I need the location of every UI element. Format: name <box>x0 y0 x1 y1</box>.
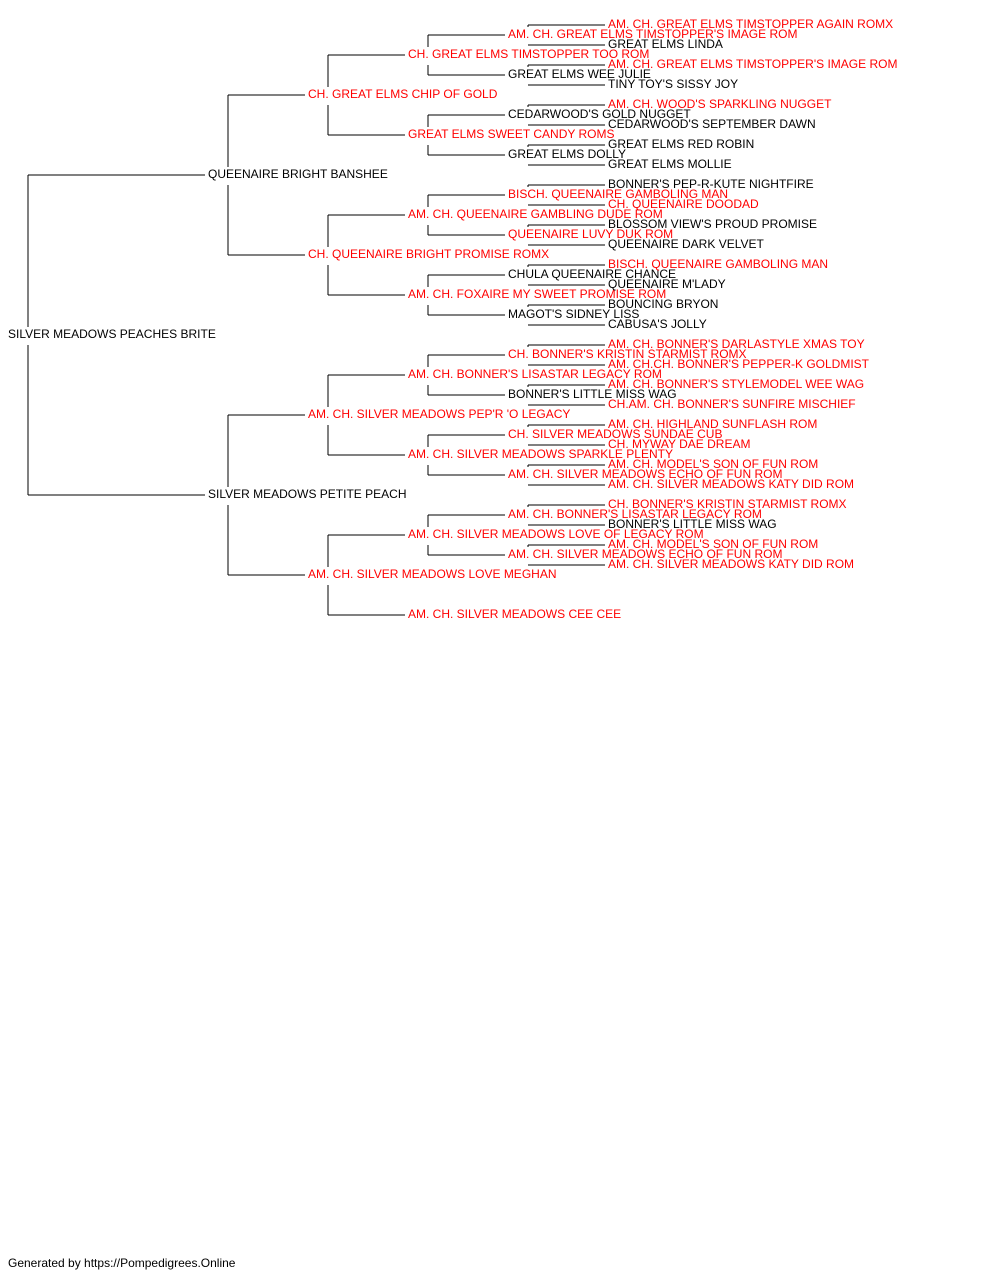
ancestor-name: AM. CH.CH. BONNER'S PEPPER-K GOLDMIST <box>608 357 870 371</box>
ancestor-name: AM. CH. BONNER'S STYLEMODEL WEE WAG <box>608 377 864 391</box>
ancestor-name: AM. CH. QUEENAIRE GAMBLING DUDE ROM <box>408 207 663 221</box>
ancestor-name: MAGOT'S SIDNEY LISS <box>508 307 639 321</box>
ancestor-name: GREAT ELMS WEE JULIE <box>508 67 651 81</box>
subject-dog-name: SILVER MEADOWS PEACHES BRITE <box>8 327 216 341</box>
ancestor-name: CH. QUEENAIRE DOODAD <box>608 197 759 211</box>
ancestor-name: CH. GREAT ELMS CHIP OF GOLD <box>308 87 498 101</box>
ancestor-name: AM. CH. SILVER MEADOWS PEP'R 'O LEGACY <box>308 407 570 421</box>
ancestor-name: GREAT ELMS LINDA <box>608 37 723 51</box>
ancestor-name: BISCH. QUEENAIRE GAMBOLING MAN <box>608 257 828 271</box>
ancestor-name: QUEENAIRE M'LADY <box>608 277 726 291</box>
ancestor-name: BLOSSOM VIEW'S PROUD PROMISE <box>608 217 817 231</box>
ancestor-name: CH.AM. CH. BONNER'S SUNFIRE MISCHIEF <box>608 397 856 411</box>
ancestor-name: AM. CH. SILVER MEADOWS ECHO OF FUN ROM <box>508 547 782 561</box>
ancestor-name: AM. CH. BONNER'S LISASTAR LEGACY ROM <box>508 507 762 521</box>
ancestor-name: QUEENAIRE LUVY DUK ROM <box>508 227 673 241</box>
ancestor-name: AM. CH. SILVER MEADOWS SPARKLE PLENTY <box>408 447 673 461</box>
ancestor-name: GREAT ELMS DOLLY <box>508 147 626 161</box>
ancestor-name: CH. BONNER'S KRISTIN STARMIST ROMX <box>608 497 847 511</box>
ancestor-name: BISCH. QUEENAIRE GAMBOLING MAN <box>508 187 728 201</box>
ancestor-name: AM. CH. SILVER MEADOWS LOVE OF LEGACY RO… <box>408 527 704 541</box>
ancestor-name: BONNER'S LITTLE MISS WAG <box>508 387 677 401</box>
ancestor-name: AM. CH. GREAT ELMS TIMSTOPPER'S IMAGE RO… <box>508 27 797 41</box>
ancestor-name: AM. CH. SILVER MEADOWS KATY DID ROM <box>608 557 854 571</box>
ancestor-name: BONNER'S PEP-R-KUTE NIGHTFIRE <box>608 177 814 191</box>
ancestor-name: CEDARWOOD'S GOLD NUGGET <box>508 107 691 121</box>
ancestor-name: AM. CH. WOOD'S SPARKLING NUGGET <box>608 97 832 111</box>
ancestor-name: CABUSA'S JOLLY <box>608 317 707 331</box>
ancestor-name: GREAT ELMS MOLLIE <box>608 157 732 171</box>
ancestor-name: CH. BONNER'S KRISTIN STARMIST ROMX <box>508 347 747 361</box>
ancestor-name: TINY TOY'S SISSY JOY <box>608 77 738 91</box>
ancestor-name: CH. MYWAY DAE DREAM <box>608 437 750 451</box>
ancestor-name: AM. CH. MODEL'S SON OF FUN ROM <box>608 457 818 471</box>
ancestor-name: AM. CH. SILVER MEADOWS CEE CEE <box>408 607 621 621</box>
ancestor-name: CHULA QUEENAIRE CHANCE <box>508 267 676 281</box>
ancestor-name: AM. CH. SILVER MEADOWS KATY DID ROM <box>608 477 854 491</box>
ancestor-name: BOUNCING BRYON <box>608 297 718 311</box>
ancestor-name: AM. CH. MODEL'S SON OF FUN ROM <box>608 537 818 551</box>
ancestor-name: AM. CH. BONNER'S DARLASTYLE XMAS TOY <box>608 337 865 351</box>
ancestor-name: CEDARWOOD'S SEPTEMBER DAWN <box>608 117 816 131</box>
ancestor-name: QUEENAIRE DARK VELVET <box>608 237 764 251</box>
ancestor-name: SILVER MEADOWS PETITE PEACH <box>208 487 406 501</box>
footer-credit: Generated by https://Pompedigrees.Online <box>8 1256 236 1270</box>
ancestor-name: AM. CH. SILVER MEADOWS LOVE MEGHAN <box>308 567 556 581</box>
ancestor-name: AM. CH. GREAT ELMS TIMSTOPPER AGAIN ROMX <box>608 17 893 31</box>
ancestor-name: CH. SILVER MEADOWS SUNDAE CUB <box>508 427 722 441</box>
ancestor-name: AM. CH. BONNER'S LISASTAR LEGACY ROM <box>408 367 662 381</box>
ancestor-name: AM. CH. HIGHLAND SUNFLASH ROM <box>608 417 817 431</box>
ancestor-name: CH. QUEENAIRE BRIGHT PROMISE ROMX <box>308 247 549 261</box>
ancestor-name: BONNER'S LITTLE MISS WAG <box>608 517 777 531</box>
ancestor-name: QUEENAIRE BRIGHT BANSHEE <box>208 167 388 181</box>
ancestor-name: GREAT ELMS RED ROBIN <box>608 137 754 151</box>
ancestor-name: AM. CH. GREAT ELMS TIMSTOPPER'S IMAGE RO… <box>608 57 897 71</box>
ancestor-name: AM. CH. FOXAIRE MY SWEET PROMISE ROM <box>408 287 666 301</box>
ancestor-name: AM. CH. SILVER MEADOWS ECHO OF FUN ROM <box>508 467 782 481</box>
ancestor-name: CH. GREAT ELMS TIMSTOPPER TOO ROM <box>408 47 649 61</box>
pedigree-tree: SILVER MEADOWS PEACHES BRITE QUEENAIRE BR… <box>8 17 897 621</box>
ancestor-name: GREAT ELMS SWEET CANDY ROMS <box>408 127 614 141</box>
